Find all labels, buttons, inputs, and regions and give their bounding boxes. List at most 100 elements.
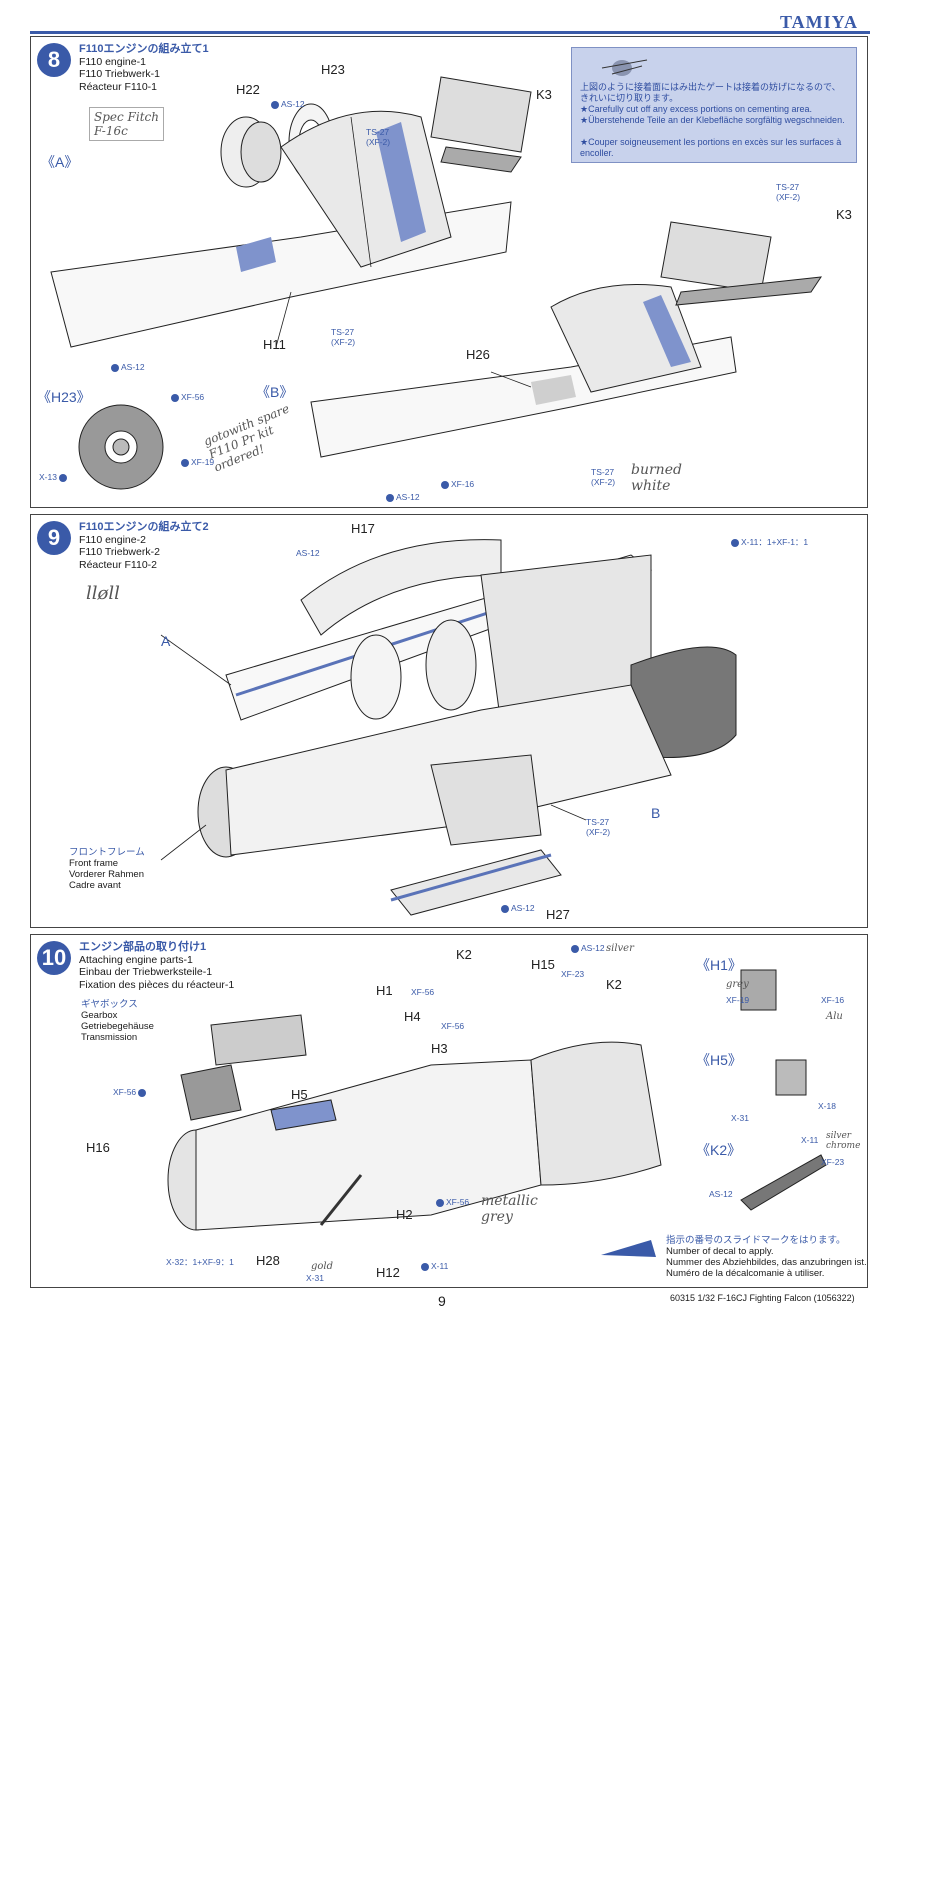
part-k2-a: K2 — [456, 947, 472, 962]
part-k2-b: K2 — [606, 977, 622, 992]
part-k3-a: K3 — [536, 87, 552, 102]
title-de: F110 Triebwerk-1 — [79, 68, 160, 80]
step-9-panel: 9 F110エンジンの組み立て2 F110 engine-2 F110 Trie… — [30, 514, 868, 928]
callout-xf56-d: XF-56 — [436, 1197, 469, 1207]
part-h27: H27 — [546, 907, 570, 922]
title-fr: Réacteur F110-2 — [79, 558, 158, 571]
subview-b-label: 《B》 — [256, 384, 294, 400]
step-number: 8 — [37, 43, 71, 77]
title-jp: エンジン部品の取り付け1 — [79, 941, 207, 953]
subview-h23-label: 《H23》 — [37, 389, 91, 405]
callout-xf23: XF-23 — [561, 969, 585, 979]
part-h17: H17 — [351, 521, 375, 536]
callout-x32: X-32：1+XF-9：1 — [166, 1257, 234, 1267]
callout-ts27: TS-27 (XF-2) — [586, 817, 611, 837]
gearbox-fr: Transmission — [81, 1032, 138, 1043]
step-title: F110エンジンの組み立て2 F110 engine-2 F110 Triebw… — [79, 521, 209, 571]
callout-as12-a: AS-12 — [111, 362, 145, 372]
subview-k2: 《K2》 — [696, 1142, 742, 1158]
decal-fr: Numéro de la décalcomanie à utiliser. — [666, 1268, 825, 1279]
handwritten-silver-chrome: silver chrome — [826, 1131, 861, 1151]
callout-xf56-b: XF-56 — [441, 1021, 465, 1031]
step-10-drawing — [167, 969, 827, 1257]
callout-ts27-d: TS-27 (XF-2) — [591, 467, 616, 487]
handwritten-alu: Alu — [826, 1011, 843, 1022]
callout-x31b: X-31 — [731, 1113, 749, 1123]
subview-a-label: 《A》 — [41, 154, 79, 170]
subview-h1: 《H1》 — [696, 957, 742, 973]
callout-xf16: XF-16 — [441, 479, 474, 489]
step-number: 10 — [37, 941, 71, 975]
frame-de: Vorderer Rahmen — [69, 869, 144, 880]
step-title: エンジン部品の取り付け1 Attaching engine parts-1 Ei… — [79, 941, 234, 991]
part-k3-b: K3 — [836, 207, 852, 222]
page-number: 9 — [438, 1293, 446, 1309]
decal-legend: 指示の番号のスライドマークをはります。 Number of decal to a… — [666, 1235, 867, 1279]
gate-cut-illustration — [601, 59, 648, 76]
part-h2: H2 — [396, 1207, 413, 1222]
frame-fr: Cadre avant — [69, 880, 121, 891]
frame-en: Front frame — [69, 858, 119, 869]
title-en: F110 engine-2 — [79, 533, 146, 546]
note-fr: ★Couper soigneusement les portions en ex… — [580, 137, 842, 158]
step-10-panel: 10 エンジン部品の取り付け1 Attaching engine parts-1… — [30, 934, 868, 1288]
handwritten-gold: gold — [311, 1261, 334, 1272]
subassembly-a: A — [161, 633, 171, 649]
title-en: F110 engine-1 — [79, 55, 146, 68]
title-jp: F110エンジンの組み立て2 — [79, 521, 209, 533]
cementing-note: 上図のように接着面にはみ出たゲートは接着の妨げになるので、きれいに切り取ります。… — [571, 47, 857, 163]
callout-as12-top: AS-12 — [271, 99, 305, 109]
callout-x31: X-31 — [306, 1273, 324, 1283]
part-h4: H4 — [404, 1009, 421, 1024]
part-h23: H23 — [321, 62, 345, 77]
callout-as12-bottom: AS-12 — [501, 903, 535, 913]
front-frame-caption: フロントフレーム Front frame Vorderer Rahmen Cad… — [69, 847, 145, 891]
step-title: F110エンジンの組み立て1 F110 engine-1 F110 Triebw… — [79, 43, 209, 93]
callout-as12b: AS-12 — [709, 1189, 733, 1199]
part-h3: H3 — [431, 1041, 448, 1056]
product-code: 60315 1/32 F-16CJ Fighting Falcon (10563… — [670, 1293, 855, 1303]
gearbox-jp: ギヤボックス — [81, 999, 138, 1010]
note-jp: 上図のように接着面にはみ出たゲートは接着の妨げになるので、きれいに切り取ります。 — [580, 82, 841, 103]
handwritten-spec-note: Spec Fitch F-16c — [89, 107, 164, 141]
callout-x18: X-18 — [818, 1101, 836, 1111]
part-h22: H22 — [236, 82, 260, 97]
frame-jp: フロントフレーム — [69, 847, 145, 858]
subview-h5: 《H5》 — [696, 1052, 742, 1068]
subassembly-b: B — [651, 805, 661, 821]
decal-en: Number of decal to apply. — [666, 1246, 774, 1257]
handwritten-silver: silver — [606, 943, 634, 954]
gearbox-de: Getriebegehäuse — [81, 1021, 154, 1032]
title-fr: Fixation des pièces du réacteur-1 — [79, 978, 235, 991]
callout-x11: X-11 — [421, 1261, 448, 1271]
callout-xf16: XF-16 — [821, 995, 845, 1005]
note-en: ★Carefully cut off any excess portions o… — [580, 104, 813, 114]
callout-x11: X-11：1+XF-1：1 — [731, 537, 808, 547]
callout-ts27-c: TS-27 (XF-2) — [776, 182, 801, 202]
decal-de: Nummer des Abziehbildes, das anzubringen… — [666, 1257, 867, 1268]
title-de: F110 Triebwerk-2 — [79, 546, 160, 558]
callout-as12-b: AS-12 — [386, 492, 420, 502]
callout-as12: AS-12 — [571, 943, 605, 953]
callout-xf56: XF-56 — [171, 392, 204, 402]
handwritten-burned-note: burned white — [631, 462, 682, 494]
callout-xf23b: XF-23 — [821, 1157, 845, 1167]
callout-xf19: XF-19 — [181, 457, 214, 467]
part-h26: H26 — [466, 347, 490, 362]
decal-jp: 指示の番号のスライドマークをはります。 — [666, 1235, 846, 1246]
note-de: ★Überstehende Teile an der Klebefläche s… — [580, 115, 845, 125]
part-h5: H5 — [291, 1087, 308, 1102]
part-h16: H16 — [86, 1140, 110, 1155]
callout-xf19: XF-19 — [726, 995, 750, 1005]
part-h15: H15 — [531, 957, 555, 972]
part-h28: H28 — [256, 1253, 280, 1268]
part-h11: H11 — [263, 337, 286, 352]
step-number: 9 — [37, 521, 71, 555]
callout-xf56-a: XF-56 — [411, 987, 435, 997]
handwritten-metallic-grey: metallic grey — [481, 1193, 538, 1225]
title-de: Einbau der Triebwerksteile-1 — [79, 966, 213, 978]
gearbox-caption: ギヤボックス Gearbox Getriebegehäuse Transmiss… — [81, 999, 154, 1043]
header-rule — [30, 31, 870, 34]
handwritten-grey: grey — [726, 979, 749, 990]
gearbox-en: Gearbox — [81, 1010, 118, 1021]
